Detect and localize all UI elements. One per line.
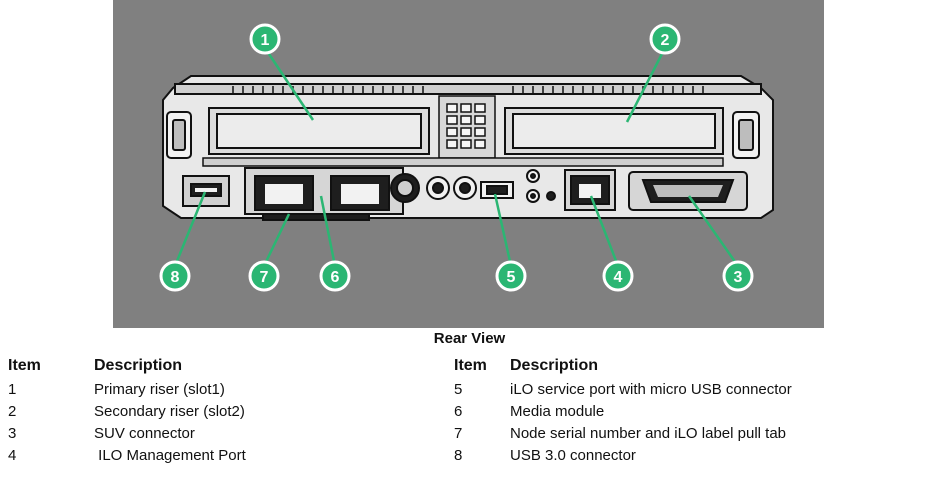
legend-item-description: SUV connector [94, 425, 195, 442]
description-column-header: Description [94, 357, 183, 374]
leader-2 [625, 47, 667, 123]
primary-riser-slot [208, 107, 430, 155]
item-column-header: Item [8, 357, 41, 374]
leader-6 [319, 195, 337, 267]
legend-item-description: Media module [510, 403, 605, 420]
legend-item-description: ILO Management Port [94, 447, 246, 464]
description-column-header: Description [510, 357, 599, 374]
media-module [244, 167, 404, 215]
callout-8-label: 8 [171, 269, 180, 286]
item-column-header: Item [454, 357, 487, 374]
legend-item-number: 1 [8, 381, 17, 398]
legend-row: 1 Primary riser (slot1) [8, 381, 246, 403]
legend-item-number: 8 [454, 447, 463, 464]
leader-8 [173, 191, 207, 267]
callout-3-label: 3 [734, 269, 743, 286]
legend-header: Item Description [8, 357, 246, 381]
legend-item-description: USB 3.0 connector [510, 447, 636, 464]
pull-tab [262, 213, 370, 221]
legend-row: 2 Secondary riser (slot2) [8, 403, 246, 425]
legend-item-description: Node serial number and iLO label pull ta… [510, 425, 786, 442]
center-latch-grid [438, 95, 496, 159]
legend-row: 8 USB 3.0 connector [454, 447, 792, 469]
legend-row: 4 ILO Management Port [8, 447, 246, 469]
status-leds [526, 169, 556, 203]
legend-item-number: 7 [454, 425, 463, 442]
legend-row: 5 iLO service port with micro USB connect… [454, 381, 792, 403]
callout-3: 3 [722, 260, 754, 292]
leader-4 [589, 195, 620, 267]
legend-row: 6 Media module [454, 403, 792, 425]
legend-item-description: Primary riser (slot1) [94, 381, 225, 398]
legend-item-number: 6 [454, 403, 463, 420]
secondary-riser-slot [504, 107, 724, 155]
right-handle [732, 111, 760, 159]
callout-6: 6 [319, 260, 351, 292]
legend-table-right: Item Description 5 iLO service port with m… [454, 357, 792, 469]
callout-7: 7 [248, 260, 280, 292]
legend-item-number: 5 [454, 381, 463, 398]
legend-item-number: 2 [8, 403, 17, 420]
suv-connector [628, 171, 748, 211]
leader-5 [493, 193, 513, 267]
callout-4-label: 4 [614, 269, 623, 286]
left-handle [166, 111, 192, 159]
ilo-management-port [564, 169, 616, 211]
callout-5-label: 5 [507, 269, 516, 286]
lower-vent-strip [202, 157, 724, 167]
callout-1: 1 [249, 23, 281, 55]
callout-8: 8 [159, 260, 191, 292]
callout-2: 2 [649, 23, 681, 55]
legend-row: 3 SUV connector [8, 425, 246, 447]
usb-connector [182, 175, 230, 207]
callout-5: 5 [495, 260, 527, 292]
callout-2-label: 2 [661, 32, 670, 49]
callout-6-label: 6 [331, 269, 340, 286]
callout-4: 4 [602, 260, 634, 292]
leader-lines [173, 47, 740, 267]
callout-7-label: 7 [260, 269, 269, 286]
legend-row: 7 Node serial number and iLO label pull t… [454, 425, 792, 447]
legend-item-number: 3 [8, 425, 17, 442]
legend-table-left: Item Description 1 Primary riser (slot1) 2… [8, 357, 246, 469]
legend-item-description: iLO service port with micro USB connecto… [510, 381, 792, 398]
callout-1-label: 1 [261, 32, 270, 49]
legend-item-number: 4 [8, 447, 17, 464]
micro-usb-port [480, 181, 514, 199]
leader-7 [262, 213, 291, 267]
legend-item-description: Secondary riser (slot2) [94, 403, 245, 420]
diagram-caption: Rear View [433, 330, 506, 347]
leader-1 [263, 47, 315, 121]
leader-3 [687, 195, 740, 267]
rear-view-diagram: 1 2 3 4 5 6 7 8 [113, 0, 824, 328]
legend-header: Item Description [454, 357, 792, 381]
round-controls [390, 173, 477, 203]
